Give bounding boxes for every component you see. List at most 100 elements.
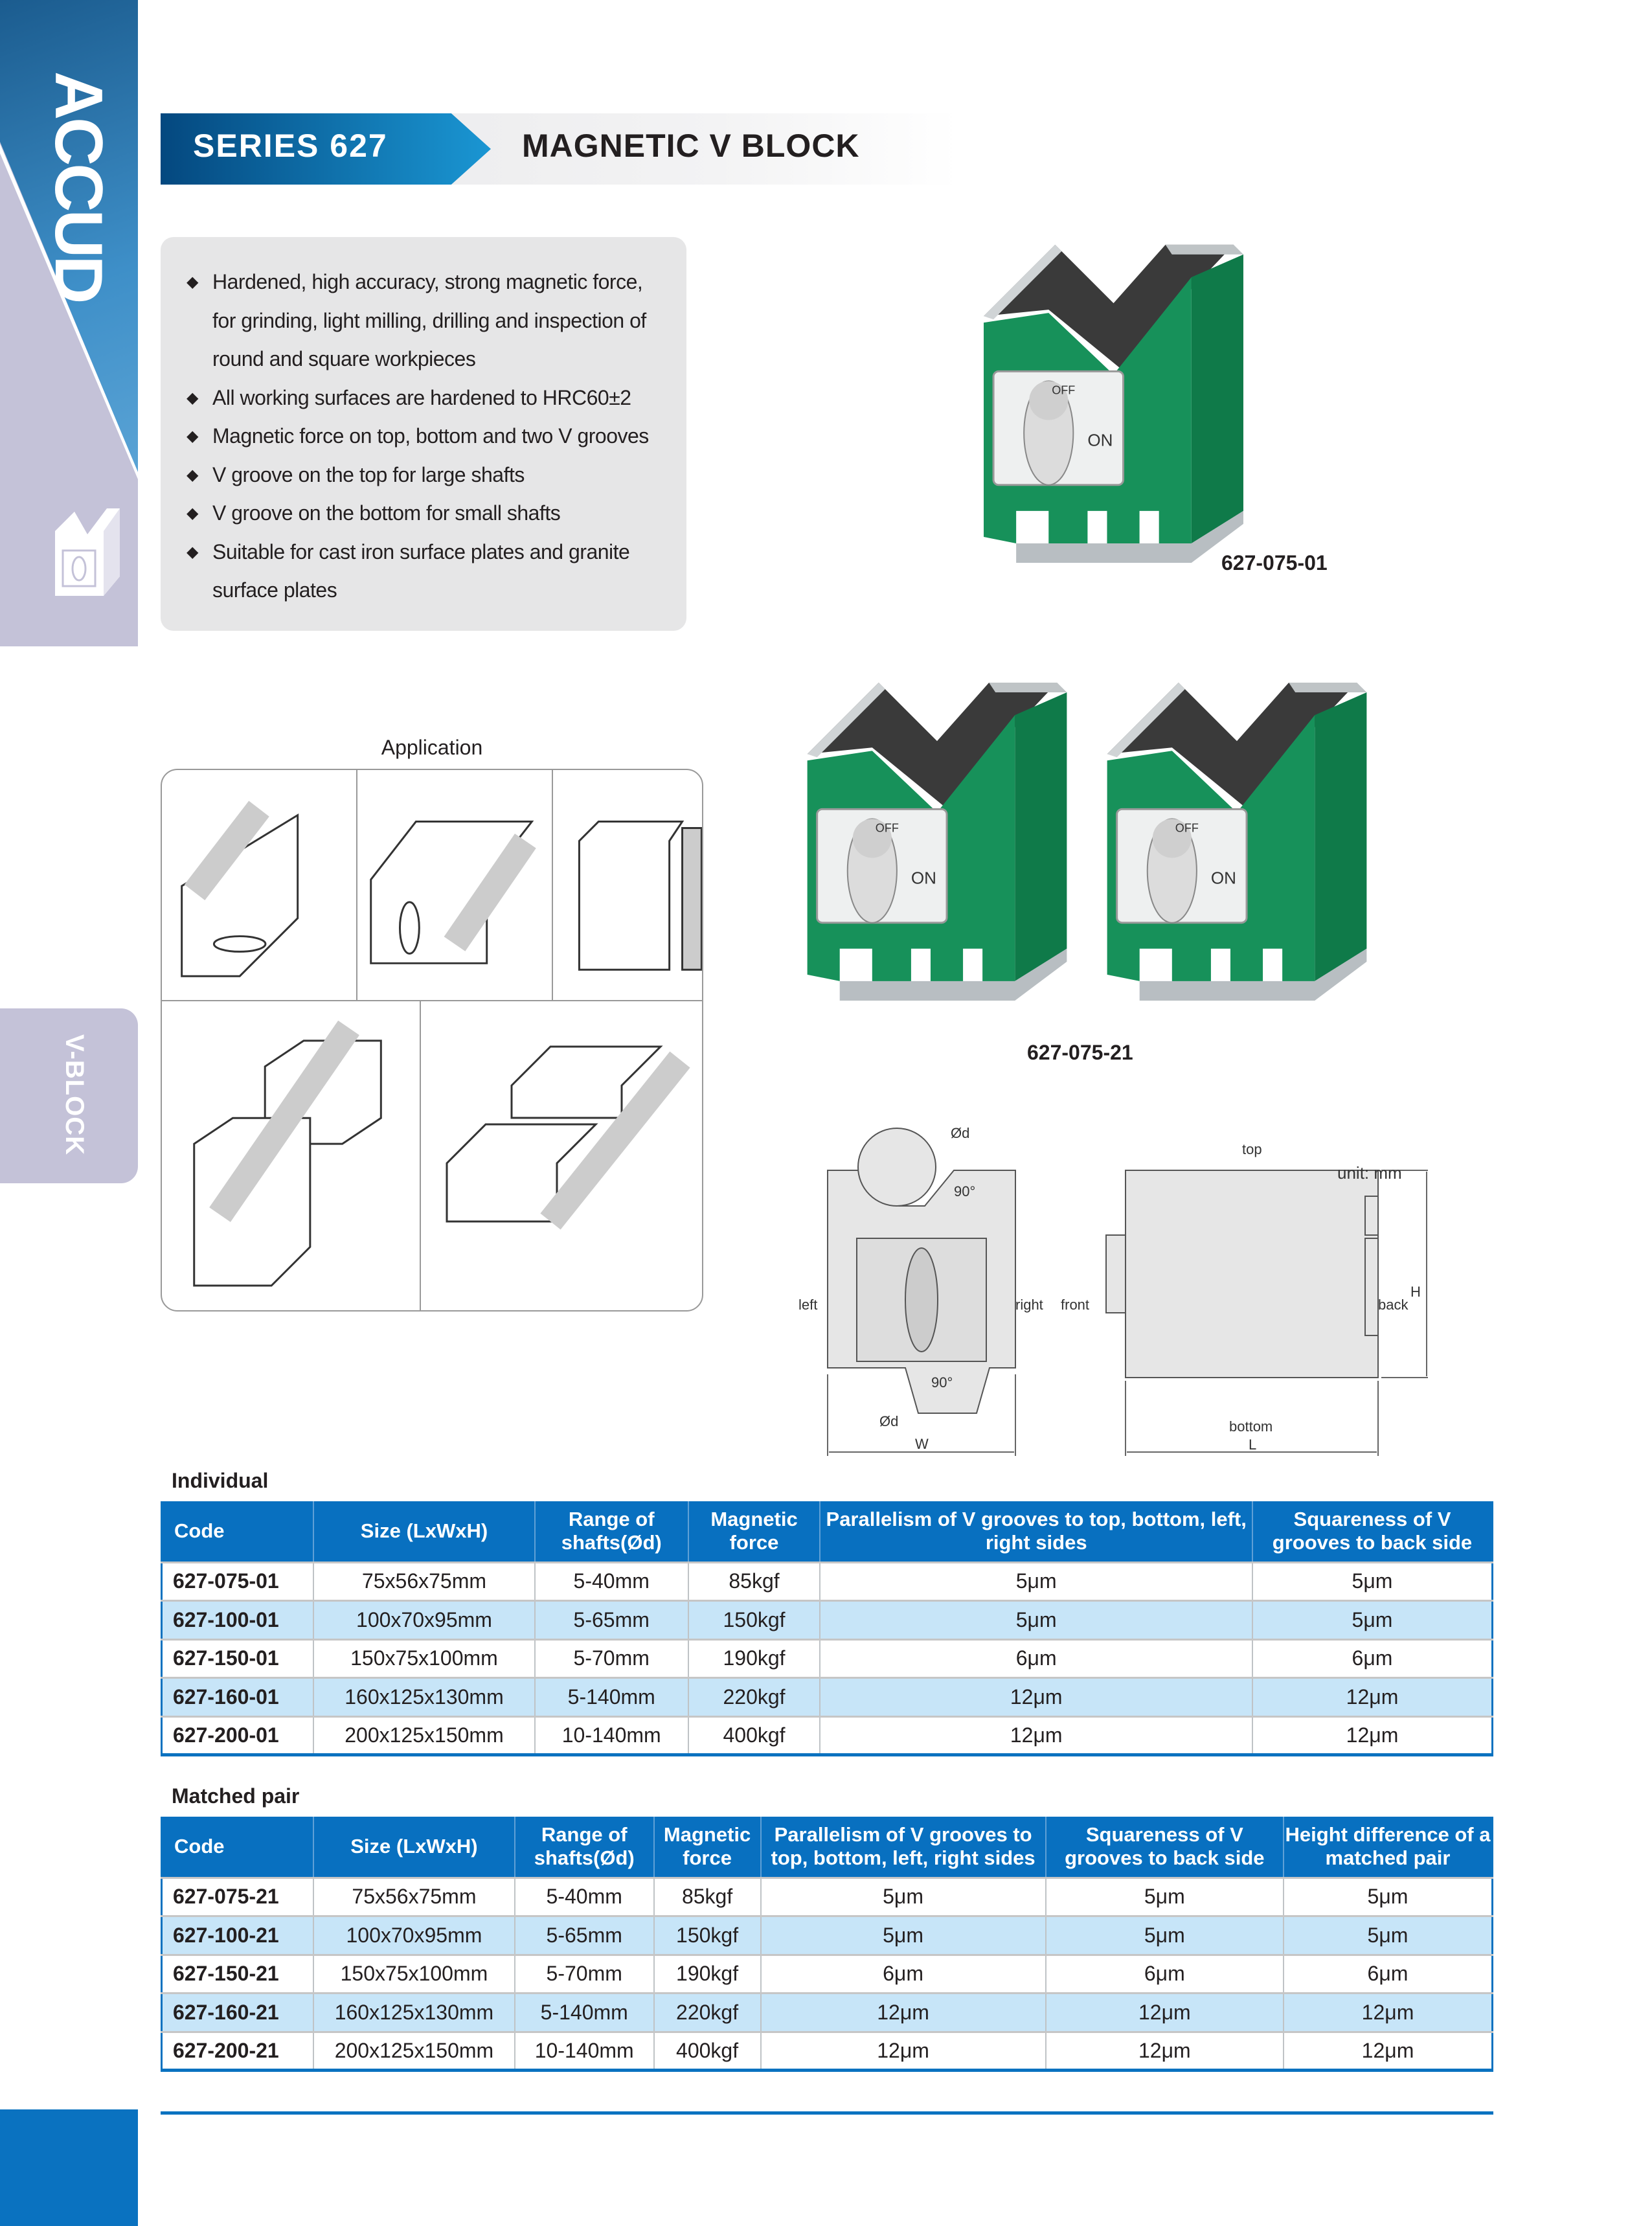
table-cell: 12μm <box>760 2030 1046 2071</box>
table-cell: 5μm <box>1045 1915 1284 1955</box>
feature-item: All working surfaces are hardened to HRC… <box>187 379 686 418</box>
column-header: Squareness of V grooves to back side <box>1252 1501 1493 1562</box>
application-cell <box>162 1001 421 1310</box>
application-cell <box>421 1001 702 1310</box>
application-drawing <box>578 821 702 971</box>
dimension-diagram: unit: mm Ød 90° 90° Ød left right W fron… <box>798 1125 1428 1456</box>
product-code-single: 627-075-01 <box>1221 551 1328 574</box>
column-header: Squareness of V grooves to back side <box>1045 1817 1284 1878</box>
application-drawing <box>181 801 299 977</box>
product-code-cell: 627-200-21 <box>161 2030 314 2071</box>
table-cell: 5μm <box>1045 1876 1284 1916</box>
table-cell: 6μm <box>819 1638 1252 1678</box>
table-cell: 5μm <box>1252 1561 1493 1601</box>
right-label: right <box>1015 1297 1043 1313</box>
table-cell: 5μm <box>1283 1876 1493 1916</box>
footer-rule <box>161 2111 1493 2115</box>
v-block-icon <box>55 508 120 596</box>
table-cell: 5μm <box>819 1561 1252 1601</box>
table-cell: 100x70x95mm <box>313 1915 515 1955</box>
table-cell: 150x75x100mm <box>313 1953 515 1993</box>
table-cell: 400kgf <box>653 2030 761 2071</box>
table-cell: 6μm <box>760 1953 1046 1993</box>
feature-item: Magnetic force on top, bottom and two V … <box>187 417 686 456</box>
product-code-cell: 627-075-01 <box>161 1561 314 1601</box>
table-cell: 5-140mm <box>534 1677 688 1716</box>
feature-item: V groove on the top for large shafts <box>187 456 686 495</box>
product-code-cell: 627-200-01 <box>161 1715 314 1755</box>
column-header: Code <box>161 1817 314 1878</box>
product-code-cell: 627-160-21 <box>161 1992 314 2032</box>
table-cell: 5-140mm <box>514 1992 654 2032</box>
table-cell: 200x125x150mm <box>313 1715 535 1755</box>
dial-off-label: OFF <box>1175 821 1199 834</box>
left-label: left <box>798 1297 817 1313</box>
product-code-cell: 627-100-21 <box>161 1915 314 1955</box>
feature-item: Hardened, high accuracy, strong magnetic… <box>187 263 653 379</box>
dia-label-top: Ød <box>951 1125 969 1141</box>
table-cell: 12μm <box>1045 2030 1284 2071</box>
height-label: H <box>1410 1284 1421 1300</box>
product-code-cell: 627-160-01 <box>161 1677 314 1716</box>
table-cell: 5-40mm <box>514 1876 654 1916</box>
feature-list: Hardened, high accuracy, strong magnetic… <box>161 237 686 631</box>
feature-item: V groove on the bottom for small shafts <box>187 494 686 533</box>
angle-label-top: 90° <box>954 1183 975 1199</box>
application-drawing <box>193 1020 382 1287</box>
table-cell: 5-70mm <box>514 1953 654 1993</box>
dial-on-label: ON <box>911 869 936 888</box>
table-cell: 6μm <box>1045 1953 1284 1993</box>
brand-logo: ACCUD <box>41 71 116 302</box>
table-cell: 5-65mm <box>514 1915 654 1955</box>
table-cell: 5μm <box>1252 1600 1493 1639</box>
application-cell <box>357 770 553 1001</box>
table-cell: 75x56x75mm <box>313 1876 515 1916</box>
application-cell <box>162 770 357 1001</box>
magnetic-v-block-image: ON OFF <box>984 244 1243 563</box>
magnetic-v-block-image: ON OFF <box>1107 683 1367 1001</box>
table-cell: 160x125x130mm <box>313 1992 515 2032</box>
section-tab-label: V-BLOCK <box>60 1034 89 1155</box>
dia-label-bottom: Ød <box>879 1413 898 1429</box>
page-title: MAGNETIC V BLOCK <box>522 128 860 164</box>
column-header: Height difference of a matched pair <box>1283 1817 1493 1878</box>
table-cell: 12μm <box>819 1715 1252 1755</box>
table-cell: 10-140mm <box>514 2030 654 2071</box>
table-cell: 12μm <box>1252 1715 1493 1755</box>
sidebar-banner: ACCUD <box>0 0 138 646</box>
matched-pair-caption: Matched pair <box>172 1784 300 1808</box>
feature-item: Suitable for cast iron surface plates an… <box>187 533 653 610</box>
table-cell: 12μm <box>1045 1992 1284 2032</box>
angle-label-bottom: 90° <box>931 1374 953 1391</box>
column-header: Range of shafts(Ød) <box>514 1817 654 1878</box>
application-cell <box>553 770 702 1001</box>
application-illustrations <box>161 769 703 1312</box>
table-cell: 100x70x95mm <box>313 1600 535 1639</box>
table-cell: 6μm <box>1252 1638 1493 1678</box>
table-cell: 5-70mm <box>534 1638 688 1678</box>
table-cell: 12μm <box>1283 1992 1493 2032</box>
column-header: Range of shafts(Ød) <box>534 1501 688 1562</box>
column-header: Magnetic force <box>687 1501 820 1562</box>
column-header: Size (LxWxH) <box>313 1817 515 1878</box>
product-code-cell: 627-075-21 <box>161 1876 314 1916</box>
width-label: W <box>915 1436 929 1452</box>
magnetic-v-block-image: ON OFF <box>807 683 1067 1001</box>
product-image-single: ON OFF <box>977 237 1250 584</box>
application-label: Application <box>381 736 483 759</box>
individual-caption: Individual <box>172 1469 269 1492</box>
application-drawing <box>370 821 536 964</box>
table-cell: 160x125x130mm <box>313 1677 535 1716</box>
table-cell: 5μm <box>760 1915 1046 1955</box>
